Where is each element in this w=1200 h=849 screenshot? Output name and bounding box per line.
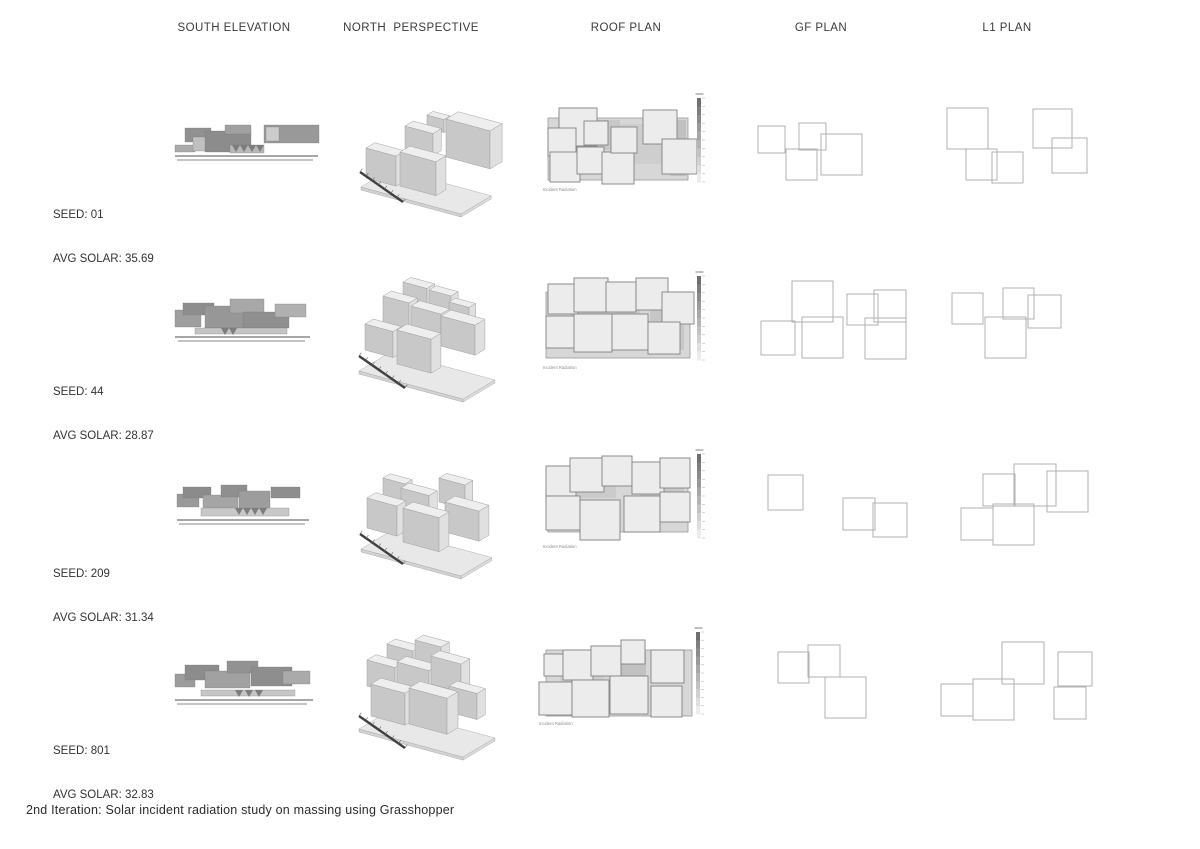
cell-l1-plan-row1 xyxy=(935,95,1102,197)
cell-north-perspective-row1 xyxy=(353,86,505,220)
north-perspective-drawing xyxy=(358,634,496,761)
south-elevation-drawing xyxy=(174,298,310,342)
svg-text:Incident Radiation: Incident Radiation xyxy=(539,721,573,726)
row-label-seed-801: SEED: 801 AVG SOLAR: 32.83 xyxy=(53,715,154,831)
north-perspective-drawing xyxy=(359,473,493,580)
cell-l1-plan-row2 xyxy=(935,280,1102,382)
cell-south-elevation-row1 xyxy=(174,117,325,177)
column-header-north-perspective: NORTH PERSPECTIVE xyxy=(343,22,479,34)
avg-solar-value: AVG SOLAR: 35.69 xyxy=(53,252,154,265)
cell-north-perspective-row2 xyxy=(353,264,505,403)
seed-value: SEED: 44 xyxy=(53,386,104,398)
roof-plan-drawing: Incident Radiation xyxy=(538,627,704,726)
cell-north-perspective-row3 xyxy=(353,444,505,580)
south-elevation-drawing xyxy=(174,124,320,161)
sheet-caption: 2nd Iteration: Solar incident radiation … xyxy=(26,803,455,817)
cell-gf-plan-row2 xyxy=(745,275,907,371)
cell-south-elevation-row4 xyxy=(174,656,325,716)
gf-plan-drawing xyxy=(767,474,908,538)
cell-north-perspective-row4 xyxy=(353,622,505,761)
south-elevation-drawing xyxy=(176,484,309,525)
cell-roof-plan-row3: Incident Radiation xyxy=(540,448,718,560)
cell-l1-plan-row3 xyxy=(935,455,1102,557)
cell-roof-plan-row4: Incident Radiation xyxy=(536,624,714,736)
seed-value: SEED: 01 xyxy=(53,209,104,221)
column-header-gf-plan: GF PLAN xyxy=(794,22,848,34)
l1-plan-drawing xyxy=(960,463,1089,546)
cell-roof-plan-row2: Incident Radiation xyxy=(540,270,718,382)
north-perspective-drawing xyxy=(359,111,503,218)
roof-plan-drawing: Incident Radiation xyxy=(543,271,705,370)
south-elevation-drawing xyxy=(174,660,313,705)
l1-plan-drawing xyxy=(940,641,1093,721)
roof-plan-drawing: Incident Radiation xyxy=(543,93,705,192)
seed-value: SEED: 209 xyxy=(53,568,110,580)
seed-value: SEED: 801 xyxy=(53,745,110,757)
cell-gf-plan-row4 xyxy=(745,630,907,726)
svg-text:Incident Radiation: Incident Radiation xyxy=(543,187,577,192)
gf-plan-drawing xyxy=(757,122,863,181)
roof-plan-drawing: Incident Radiation xyxy=(543,449,705,549)
column-header-l1-plan: L1 PLAN xyxy=(982,22,1032,34)
svg-text:Incident Radiation: Incident Radiation xyxy=(543,365,577,370)
column-header-south-elevation: SOUTH ELEVATION xyxy=(177,22,291,34)
cell-south-elevation-row3 xyxy=(176,478,327,538)
l1-plan-drawing xyxy=(951,287,1062,359)
column-header-roof-plan: ROOF PLAN xyxy=(590,22,662,34)
cell-roof-plan-row1: Incident Radiation xyxy=(540,90,718,202)
avg-solar-value: AVG SOLAR: 31.34 xyxy=(53,611,154,624)
gf-plan-drawing xyxy=(760,280,907,360)
row-label-seed-44: SEED: 44 AVG SOLAR: 28.87 xyxy=(53,356,154,472)
avg-solar-value: AVG SOLAR: 28.87 xyxy=(53,429,154,442)
cell-l1-plan-row4 xyxy=(935,630,1102,732)
row-label-seed-01: SEED: 01 AVG SOLAR: 35.69 xyxy=(53,179,154,295)
cell-gf-plan-row3 xyxy=(745,455,908,551)
row-label-seed-209: SEED: 209 AVG SOLAR: 31.34 xyxy=(53,538,154,654)
svg-text:Incident Radiation: Incident Radiation xyxy=(543,544,577,549)
avg-solar-value: AVG SOLAR: 32.83 xyxy=(53,788,154,801)
cell-south-elevation-row2 xyxy=(174,296,325,356)
cell-gf-plan-row1 xyxy=(745,110,907,206)
gf-plan-drawing xyxy=(777,644,867,719)
north-perspective-drawing xyxy=(358,277,496,403)
l1-plan-drawing xyxy=(946,107,1088,184)
